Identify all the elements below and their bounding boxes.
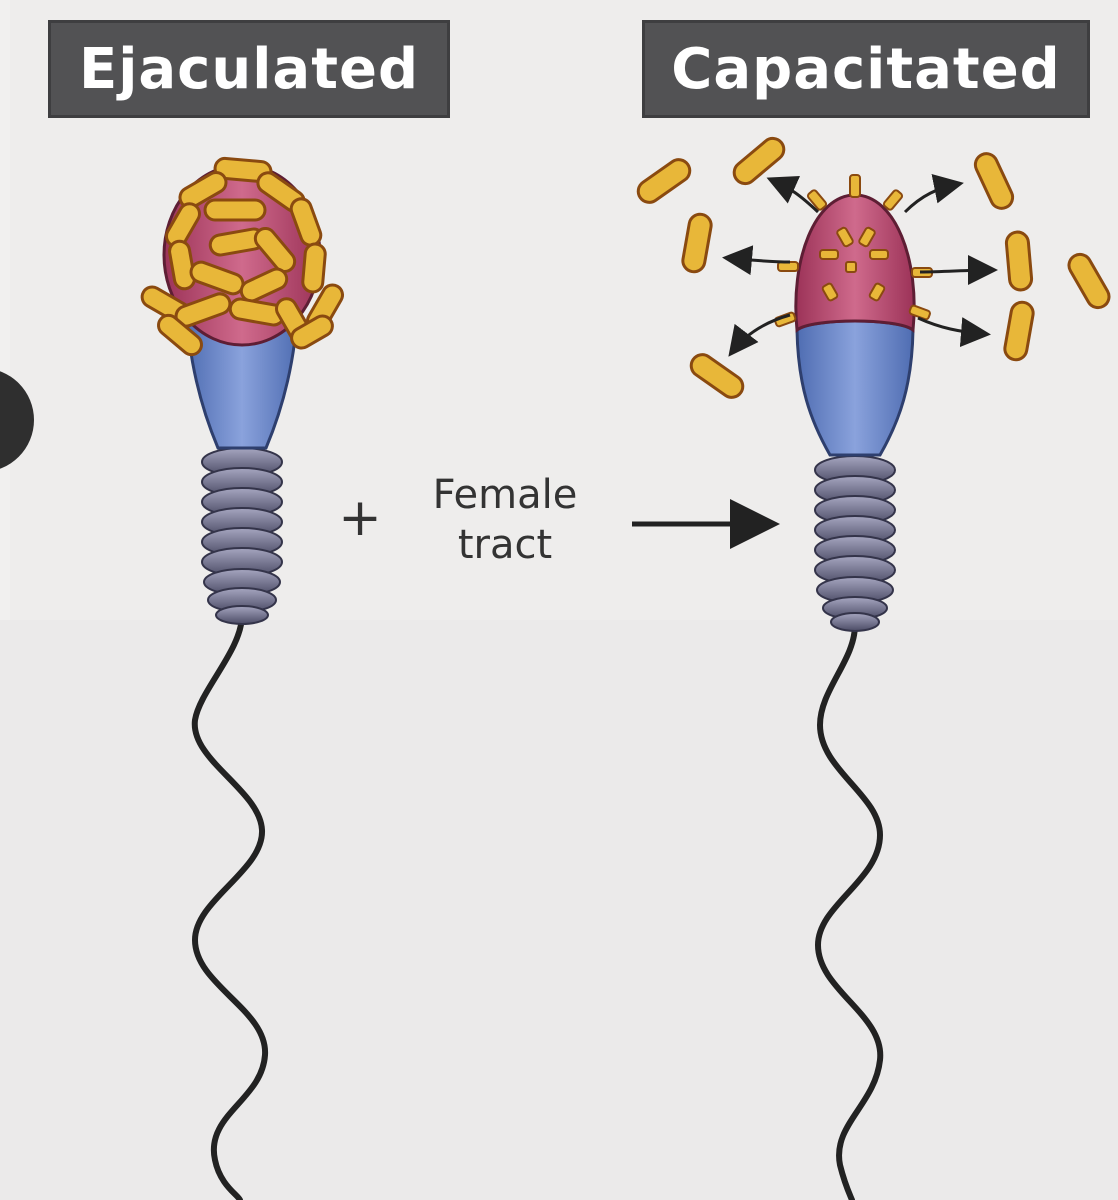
capacitated-midpiece xyxy=(814,455,896,632)
release-arrow-icon xyxy=(722,174,998,357)
ejaculated-coat xyxy=(140,156,344,357)
capacitated-tail xyxy=(814,622,884,1200)
ejaculated-sperm xyxy=(140,156,344,1200)
female-tract-line-2: tract xyxy=(457,522,553,568)
background-panel-lower xyxy=(0,620,1118,1200)
female-tract-line-1: Female xyxy=(432,472,578,518)
plus-sign: + xyxy=(338,488,382,548)
female-tract-label: Female tract xyxy=(405,470,605,570)
page-edge-circle xyxy=(0,371,34,469)
ejaculated-midpiece xyxy=(201,447,283,625)
capacitated-sperm xyxy=(636,136,1111,1200)
capacitated-receptors xyxy=(774,174,933,328)
ejaculated-label: Ejaculated xyxy=(48,20,450,118)
released-coat-molecules xyxy=(636,136,1111,399)
ejaculated-tail xyxy=(191,612,269,1200)
capacitated-label: Capacitated xyxy=(642,20,1090,118)
